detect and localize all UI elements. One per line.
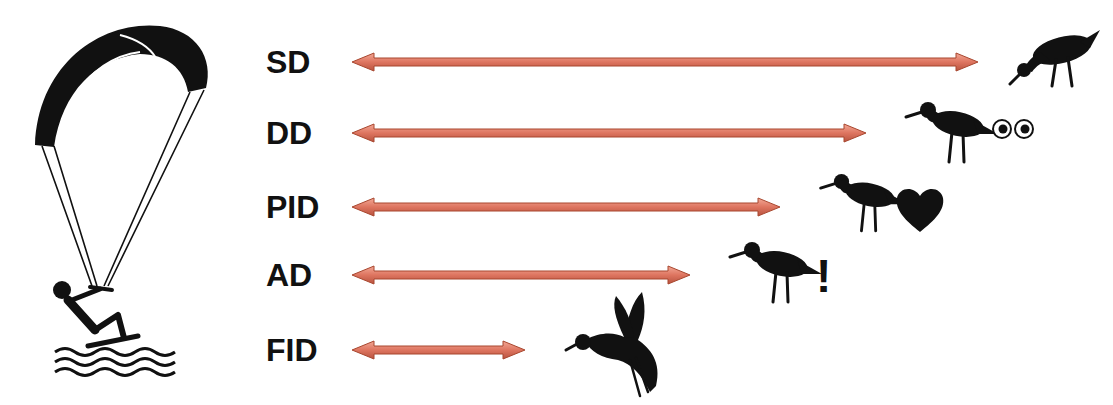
- distance-label: FID: [266, 332, 318, 369]
- stressed-bird: [821, 174, 908, 231]
- distance-label: DD: [266, 115, 312, 152]
- eyes-symbol: [993, 120, 1033, 138]
- distance-label: PID: [266, 189, 319, 226]
- flying-bird: [566, 292, 658, 396]
- kitesurfer-figure: [35, 25, 208, 375]
- distance-arrows: [352, 53, 978, 359]
- feeding-bird: [1010, 30, 1100, 86]
- distance-label: AD: [266, 257, 312, 294]
- alarmed-bird: [730, 242, 822, 302]
- heart-symbol: [897, 189, 944, 232]
- distance-label: SD: [266, 44, 310, 81]
- alarm-mark: !: [816, 250, 831, 303]
- alert-bird: [906, 102, 998, 162]
